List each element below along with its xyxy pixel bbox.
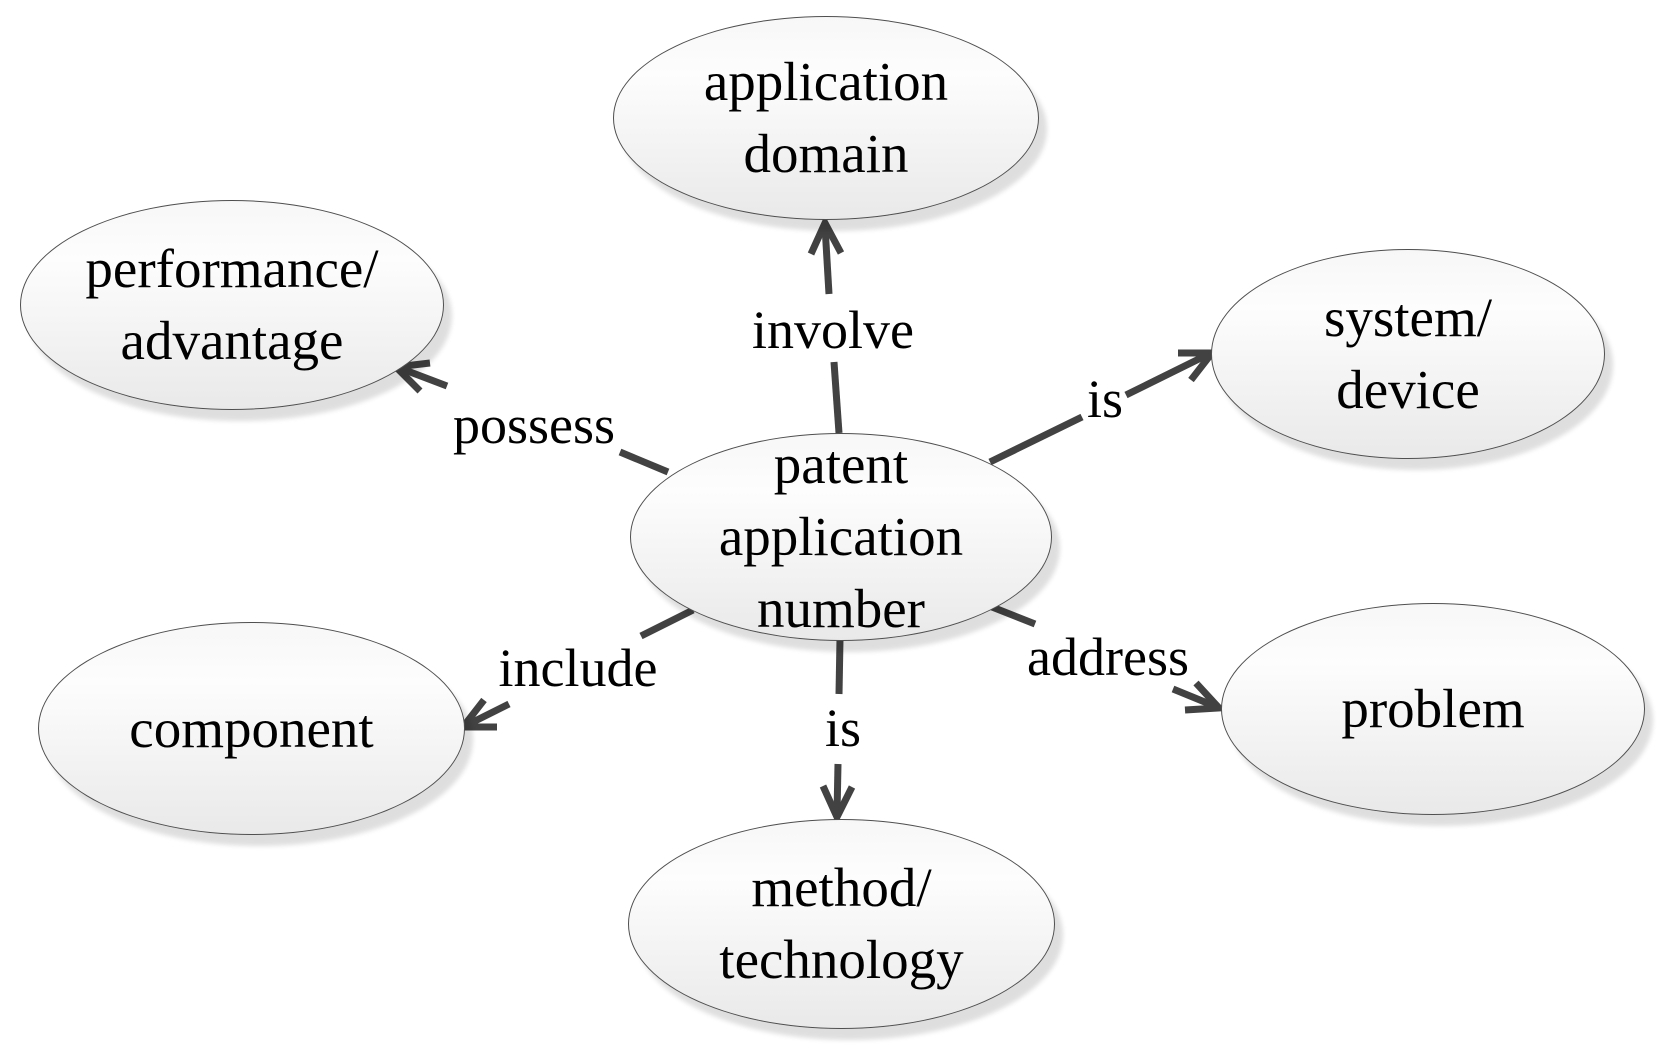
edge-is-method-arrow xyxy=(819,638,856,826)
node-label-line: device xyxy=(1336,359,1480,420)
node-label-line: patent xyxy=(773,434,909,495)
edge-label-is-method: is xyxy=(824,698,862,758)
node-label-line: application xyxy=(718,506,964,567)
node-label-line: performance/ xyxy=(85,238,379,299)
node-application-domain: application domain xyxy=(613,16,1039,220)
node-performance-advantage: performance/ advantage xyxy=(20,200,444,410)
node-patent-application-number: patent application number xyxy=(630,433,1052,641)
node-label-line: advantage xyxy=(120,310,344,371)
node-label-line: problem xyxy=(1341,678,1525,739)
edge-label-include: include xyxy=(498,638,658,698)
edge-label-address: address xyxy=(1027,627,1189,687)
edge-label-is-system: is xyxy=(1086,369,1124,429)
node-label-line: application xyxy=(703,51,949,112)
node-label-line: method/ xyxy=(751,857,932,918)
node-label-line: component xyxy=(129,697,374,759)
node-label-line: technology xyxy=(719,929,964,990)
edge-label-possess: possess xyxy=(452,395,616,455)
node-component: component xyxy=(38,622,465,835)
node-label-line: system/ xyxy=(1323,287,1493,348)
edge-label-involve: involve xyxy=(752,300,914,360)
edge-address-arrow xyxy=(990,603,1227,714)
edge-involve-arrow xyxy=(807,215,845,434)
node-label-line: domain xyxy=(743,123,909,184)
node-label-line: number xyxy=(756,578,925,639)
node-method-technology: method/ technology xyxy=(628,819,1055,1029)
node-system-device: system/ device xyxy=(1211,249,1605,459)
node-problem: problem xyxy=(1221,603,1645,815)
